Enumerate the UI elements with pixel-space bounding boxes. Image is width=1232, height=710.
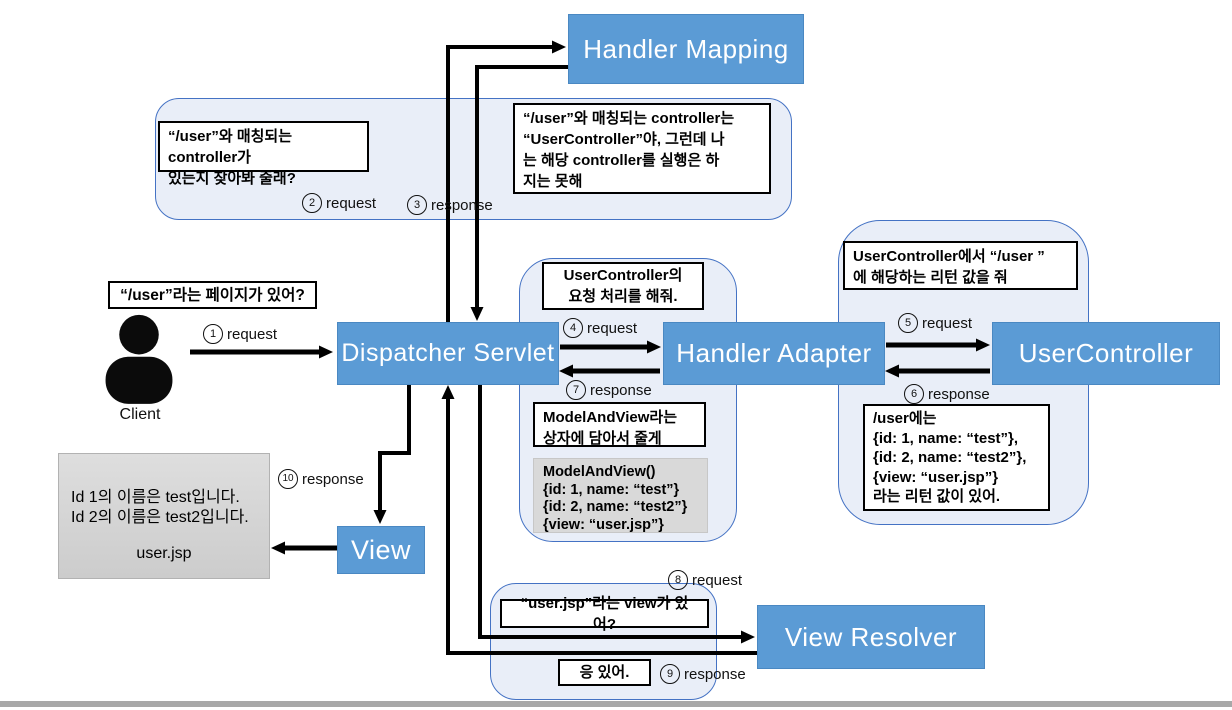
hm-response-box: “/user”와 매칭되는 controller는 “UserControlle… (513, 103, 771, 194)
step-6-text: response (928, 385, 990, 403)
vr-request-box: “user.jsp”라는 view가 있어? (500, 595, 709, 633)
step-9-text: response (684, 665, 746, 683)
ha-response-box: ModelAndView라는 상자에 담아서 줄게 (533, 402, 706, 447)
step-3-response: 3 response (407, 195, 493, 215)
view-resolver-node: View Resolver (757, 605, 985, 669)
ha-request-box: UserController의 요청 처리를 해줘. (542, 262, 704, 310)
step-2-number-icon: 2 (302, 193, 322, 213)
view-node: View (337, 526, 425, 574)
user-jsp-filename: user.jsp (136, 545, 192, 562)
step-1-text: request (227, 325, 278, 343)
step-6-response: 6 response (904, 384, 990, 404)
step-10-response: 10 response (278, 469, 364, 489)
step-2-request: 2 request (302, 193, 376, 213)
step-8-request: 8 request (668, 570, 742, 590)
vr-response-box: 응 있어. (558, 659, 651, 686)
step-10-number-icon: 10 (278, 469, 298, 489)
step-4-number-icon: 4 (563, 318, 583, 338)
usercontroller-node: UserController (992, 322, 1220, 385)
client-speech-box: “/user”라는 페이지가 있어? (108, 281, 317, 309)
handler-adapter-node: Handler Adapter (663, 322, 885, 385)
step-3-text: response (431, 196, 493, 214)
step-1-request: 1 request (203, 324, 277, 344)
uc-request-box: UserController에서 “/user ” 에 해당하는 리턴 값을 줘 (843, 241, 1078, 290)
step-8-text: request (692, 571, 743, 589)
dispatcher-servlet-node: Dispatcher Servlet (337, 322, 559, 385)
uc-response-box: /user에는 {id: 1, name: “test”}, {id: 2, n… (863, 404, 1050, 511)
hm-request-box: “/user”와 매칭되는 controller가 있는지 찾아봐 줄래? (158, 121, 369, 187)
step-1-number-icon: 1 (203, 324, 223, 344)
user-jsp-preview-box: Id 1의 이름은 test입니다. Id 2의 이름은 test2입니다. u… (58, 453, 270, 579)
step-3-number-icon: 3 (407, 195, 427, 215)
step-4-request: 4 request (563, 318, 637, 338)
step-9-number-icon: 9 (660, 664, 680, 684)
step-9-response: 9 response (660, 664, 746, 684)
client-label: Client (119, 406, 161, 423)
client-person-icon (101, 314, 177, 404)
step-2-text: request (326, 194, 377, 212)
step-7-number-icon: 7 (566, 380, 586, 400)
step-5-request: 5 request (898, 313, 972, 333)
step-7-text: response (590, 381, 652, 399)
modelandview-payload-box: ModelAndView() {id: 1, name: “test”} {id… (533, 458, 708, 533)
user-jsp-content: Id 1의 이름은 test입니다. Id 2의 이름은 test2입니다. (71, 489, 249, 526)
bottom-divider-bar (0, 701, 1232, 707)
step-6-number-icon: 6 (904, 384, 924, 404)
step-7-response: 7 response (566, 380, 652, 400)
step-10-text: response (302, 470, 364, 488)
step-8-number-icon: 8 (668, 570, 688, 590)
step-5-text: request (922, 314, 973, 332)
step-5-number-icon: 5 (898, 313, 918, 333)
step-4-text: request (587, 319, 638, 337)
handler-mapping-node: Handler Mapping (568, 14, 804, 84)
